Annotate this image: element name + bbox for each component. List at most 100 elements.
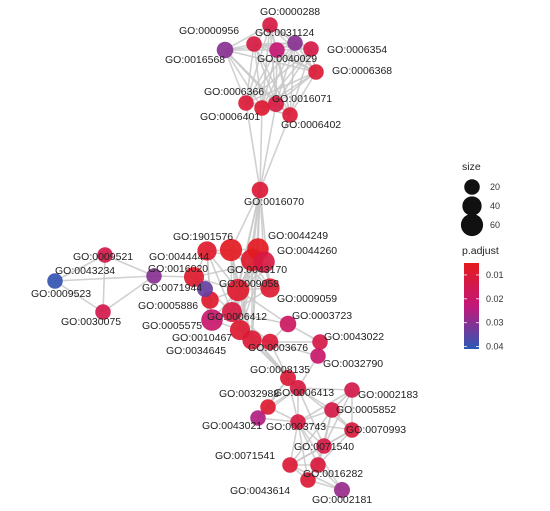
node-label: GO:1901576 [173,231,233,243]
node-go-0016070[interactable] [251,181,269,199]
node-go-0070993[interactable] [344,422,360,438]
node-label: GO:0003723 [292,310,352,322]
edge [289,409,333,466]
size-legend-label: 40 [490,201,500,211]
node-go-0006402[interactable] [282,107,298,123]
node-label: GO:0016282 [303,468,363,480]
node-label: GO:0032988 [219,388,279,400]
node-label: GO:0006412 [207,311,267,323]
node-go-0016020[interactable] [183,266,205,288]
node-go-0000956[interactable] [246,36,262,52]
color-legend-label: 0.04 [486,342,504,352]
node-go-0006412[interactable] [221,301,243,323]
node-go-0032790[interactable] [310,348,326,364]
node-go-0043021[interactable] [250,410,266,426]
node-label: GO:0009521 [73,251,133,263]
edge [317,429,353,466]
node-label: GO:0031124 [255,27,315,39]
node-go-0071540[interactable] [316,438,332,454]
edge [275,42,296,105]
node-go-0002181[interactable] [334,482,350,498]
node-go-0044444[interactable] [197,241,217,261]
node-go-0016282[interactable] [310,457,326,473]
node-label: GO:0005886 [138,300,198,312]
node-go-0043234[interactable] [146,268,162,284]
edge [224,49,247,104]
node-go-0016071[interactable] [268,96,284,112]
edge [297,389,353,423]
node-go-0043170[interactable] [253,251,275,273]
node-go-0034645[interactable] [242,330,262,350]
edge [245,48,312,104]
edge [245,24,271,104]
node-go-0030075[interactable] [95,304,111,320]
edge [261,24,271,109]
edge [289,464,343,491]
node-go-0009523[interactable] [47,273,63,289]
edge [54,280,104,313]
node-label: GO:0006402 [281,119,341,131]
color-legend-label: 0.03 [486,318,504,328]
node-go-0005575[interactable] [201,309,223,331]
edge [297,421,309,481]
node-go-0031124[interactable] [287,35,303,51]
node-go-0002183[interactable] [344,382,360,398]
node-go-0003676[interactable] [261,333,279,351]
edge [297,421,319,466]
node-go-0071944[interactable] [197,281,213,297]
edge [259,103,277,191]
node-go-0006366[interactable] [238,95,254,111]
size-legend-dot [460,213,484,237]
node-label: GO:0071540 [294,441,354,453]
node-label: GO:0043234 [55,265,115,277]
node-label: GO:0008135 [250,364,310,376]
node-go-0009059[interactable] [260,278,280,298]
node-go-0009058[interactable] [226,278,250,302]
node-go-0003743[interactable] [290,414,306,430]
edge [224,24,271,51]
node-label: GO:0006366 [204,86,264,98]
node-go-0032988[interactable] [260,399,276,415]
edge [289,71,317,116]
node-go-0006354[interactable] [303,41,319,57]
node-go-0016568[interactable] [216,41,234,59]
node-go-1901576[interactable] [219,238,243,262]
node-go-0040029[interactable] [269,42,285,58]
node-label: GO:0006413 [274,387,334,399]
edge [297,387,353,391]
node-go-0006368[interactable] [308,64,324,80]
node-go-0000288[interactable] [262,17,278,33]
color-legend-label: 0.01 [486,270,504,280]
node-label: GO:0006368 [332,65,392,77]
node-label: GO:0009059 [277,293,337,305]
node-go-0071541[interactable] [282,457,298,473]
node-label: GO:0005575 [142,320,202,332]
node-go-0009521[interactable] [97,247,113,263]
node-label: GO:0003743 [266,421,326,433]
edge [259,114,291,191]
node-label: GO:0000288 [260,6,320,18]
node-go-0006413[interactable] [290,380,306,396]
node-label: GO:0043022 [324,331,384,343]
edge [102,254,106,313]
node-go-0008135[interactable] [280,370,296,386]
node-label: GO:0071944 [142,282,202,294]
node-label: GO:0043021 [202,420,262,432]
edge [245,71,317,104]
node-label: GO:0044249 [268,230,328,242]
node-go-0043022[interactable] [312,334,328,350]
node-label: GO:0006401 [200,111,260,123]
node-label: GO:0009523 [31,288,91,300]
node-go-0006401[interactable] [254,100,270,116]
node-go-0043614[interactable] [300,472,316,488]
node-label: GO:0000956 [179,25,239,37]
node-go-0005852[interactable] [324,402,340,418]
node-go-0003723[interactable] [279,315,297,333]
node-label: GO:0002181 [312,494,372,506]
node-label: GO:0071541 [215,450,275,462]
node-layer [47,17,360,498]
size-legend-label: 60 [490,220,500,230]
